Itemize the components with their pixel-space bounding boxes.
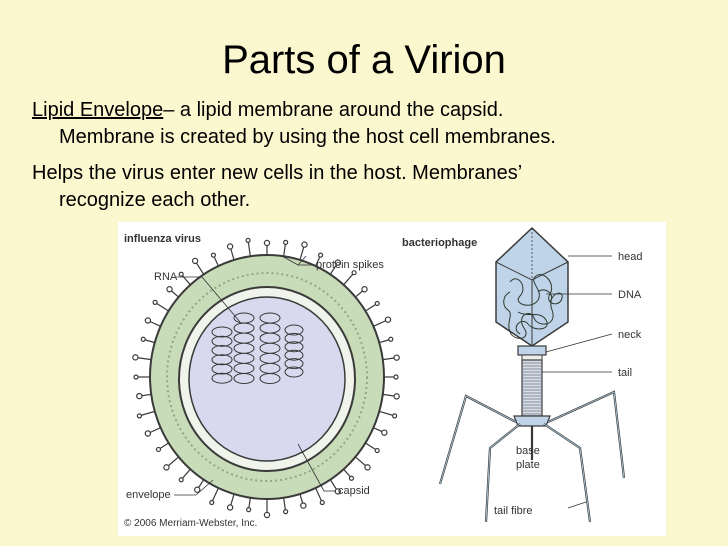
spike-stem: [139, 410, 155, 417]
spike-head: [152, 299, 158, 305]
spike-head: [351, 270, 357, 276]
spike-head: [317, 252, 324, 258]
spike-head: [133, 374, 139, 380]
spike-head: [163, 464, 170, 471]
spike-head: [246, 507, 252, 513]
label-neck: neck: [618, 329, 642, 341]
spike-head: [334, 259, 342, 266]
definition-text: – a lipid membrane around the capsid.: [163, 99, 504, 121]
spike-stem: [154, 301, 169, 312]
paragraph-lipid-envelope: Lipid Envelope– a lipid membrane around …: [32, 97, 712, 151]
spike-head: [144, 317, 152, 324]
term-lipid-envelope: Lipid Envelope: [32, 99, 164, 121]
protein-spikes: [132, 237, 400, 519]
membranes-line-2: recognize each other.: [59, 189, 251, 211]
spike-head: [226, 504, 234, 511]
spike-head: [210, 252, 217, 258]
spike-head: [393, 374, 399, 380]
spike-head: [166, 286, 173, 293]
membranes-line-1: Helps the virus enter new cells in the h…: [32, 162, 523, 184]
spike-head: [361, 286, 368, 293]
label-tail-fibre: tail fibre: [494, 505, 533, 517]
spike-stem: [211, 487, 219, 503]
spike-head: [381, 429, 388, 436]
spike-head: [301, 241, 308, 248]
paragraph-membranes: Helps the virus enter new cells in the h…: [32, 160, 712, 214]
spike-stem: [315, 487, 323, 503]
spike-head: [283, 239, 289, 245]
spike-head: [348, 475, 355, 481]
spike-head: [144, 430, 152, 437]
spike-head: [300, 502, 307, 509]
spike-head: [178, 477, 184, 483]
spike-head: [136, 413, 142, 419]
rna-strand: [284, 324, 304, 378]
spike-head: [263, 239, 271, 247]
spike-head: [194, 486, 201, 493]
spike-head: [334, 488, 342, 495]
spike-head: [384, 316, 392, 323]
spike-stem: [247, 240, 251, 257]
definition-continuation: Membrane is created by using the host ce…: [59, 126, 556, 148]
label-dna: DNA: [618, 289, 642, 301]
label-capsid: capsid: [338, 485, 370, 497]
spike-head: [374, 447, 380, 454]
spike-head: [263, 511, 271, 519]
spike-head: [140, 336, 146, 342]
spike-head: [178, 271, 184, 277]
spike-stem: [379, 410, 395, 417]
spike-head: [393, 393, 400, 400]
influenza-title: influenza virus: [124, 233, 201, 245]
spike-head: [283, 509, 289, 515]
envelope-matrix-layer: [166, 272, 368, 482]
label-plate: plate: [516, 459, 540, 471]
spike-head: [209, 499, 215, 506]
spike-head: [136, 392, 143, 400]
copyright-text: © 2006 Merriam-Webster, Inc.: [124, 518, 257, 529]
label-protein-spikes: protein spikes: [316, 259, 384, 271]
label-tail: tail: [618, 367, 632, 379]
spike-head: [155, 446, 162, 453]
label-rna: RNA: [154, 271, 178, 283]
rna-strand: [211, 326, 233, 384]
spike-stem: [343, 272, 355, 286]
spike-head: [393, 354, 400, 361]
spike-head: [132, 354, 139, 361]
label-envelope: envelope: [126, 489, 171, 501]
phage-neck: [517, 345, 547, 356]
rna-coils: [211, 312, 304, 384]
slide-title: Parts of a Virion: [222, 38, 506, 82]
virion-diagram: influenza virus RNA protein spikes envel…: [124, 226, 642, 529]
spike-head: [374, 300, 380, 307]
label-head: head: [618, 251, 642, 263]
spike-head: [191, 257, 199, 265]
rna-strand: [233, 312, 255, 384]
virion-figure: influenza virus RNA protein spikes envel…: [118, 222, 666, 536]
spike-head: [364, 464, 371, 471]
label-base: base: [516, 445, 540, 457]
spike-head: [245, 237, 251, 244]
spike-head: [319, 499, 325, 506]
spike-head: [226, 243, 234, 250]
phage-title: bacteriophage: [402, 237, 477, 249]
rna-strand: [259, 312, 281, 384]
capsid-inner: [188, 296, 346, 462]
spike-head: [388, 336, 394, 342]
spike-head: [392, 413, 398, 419]
